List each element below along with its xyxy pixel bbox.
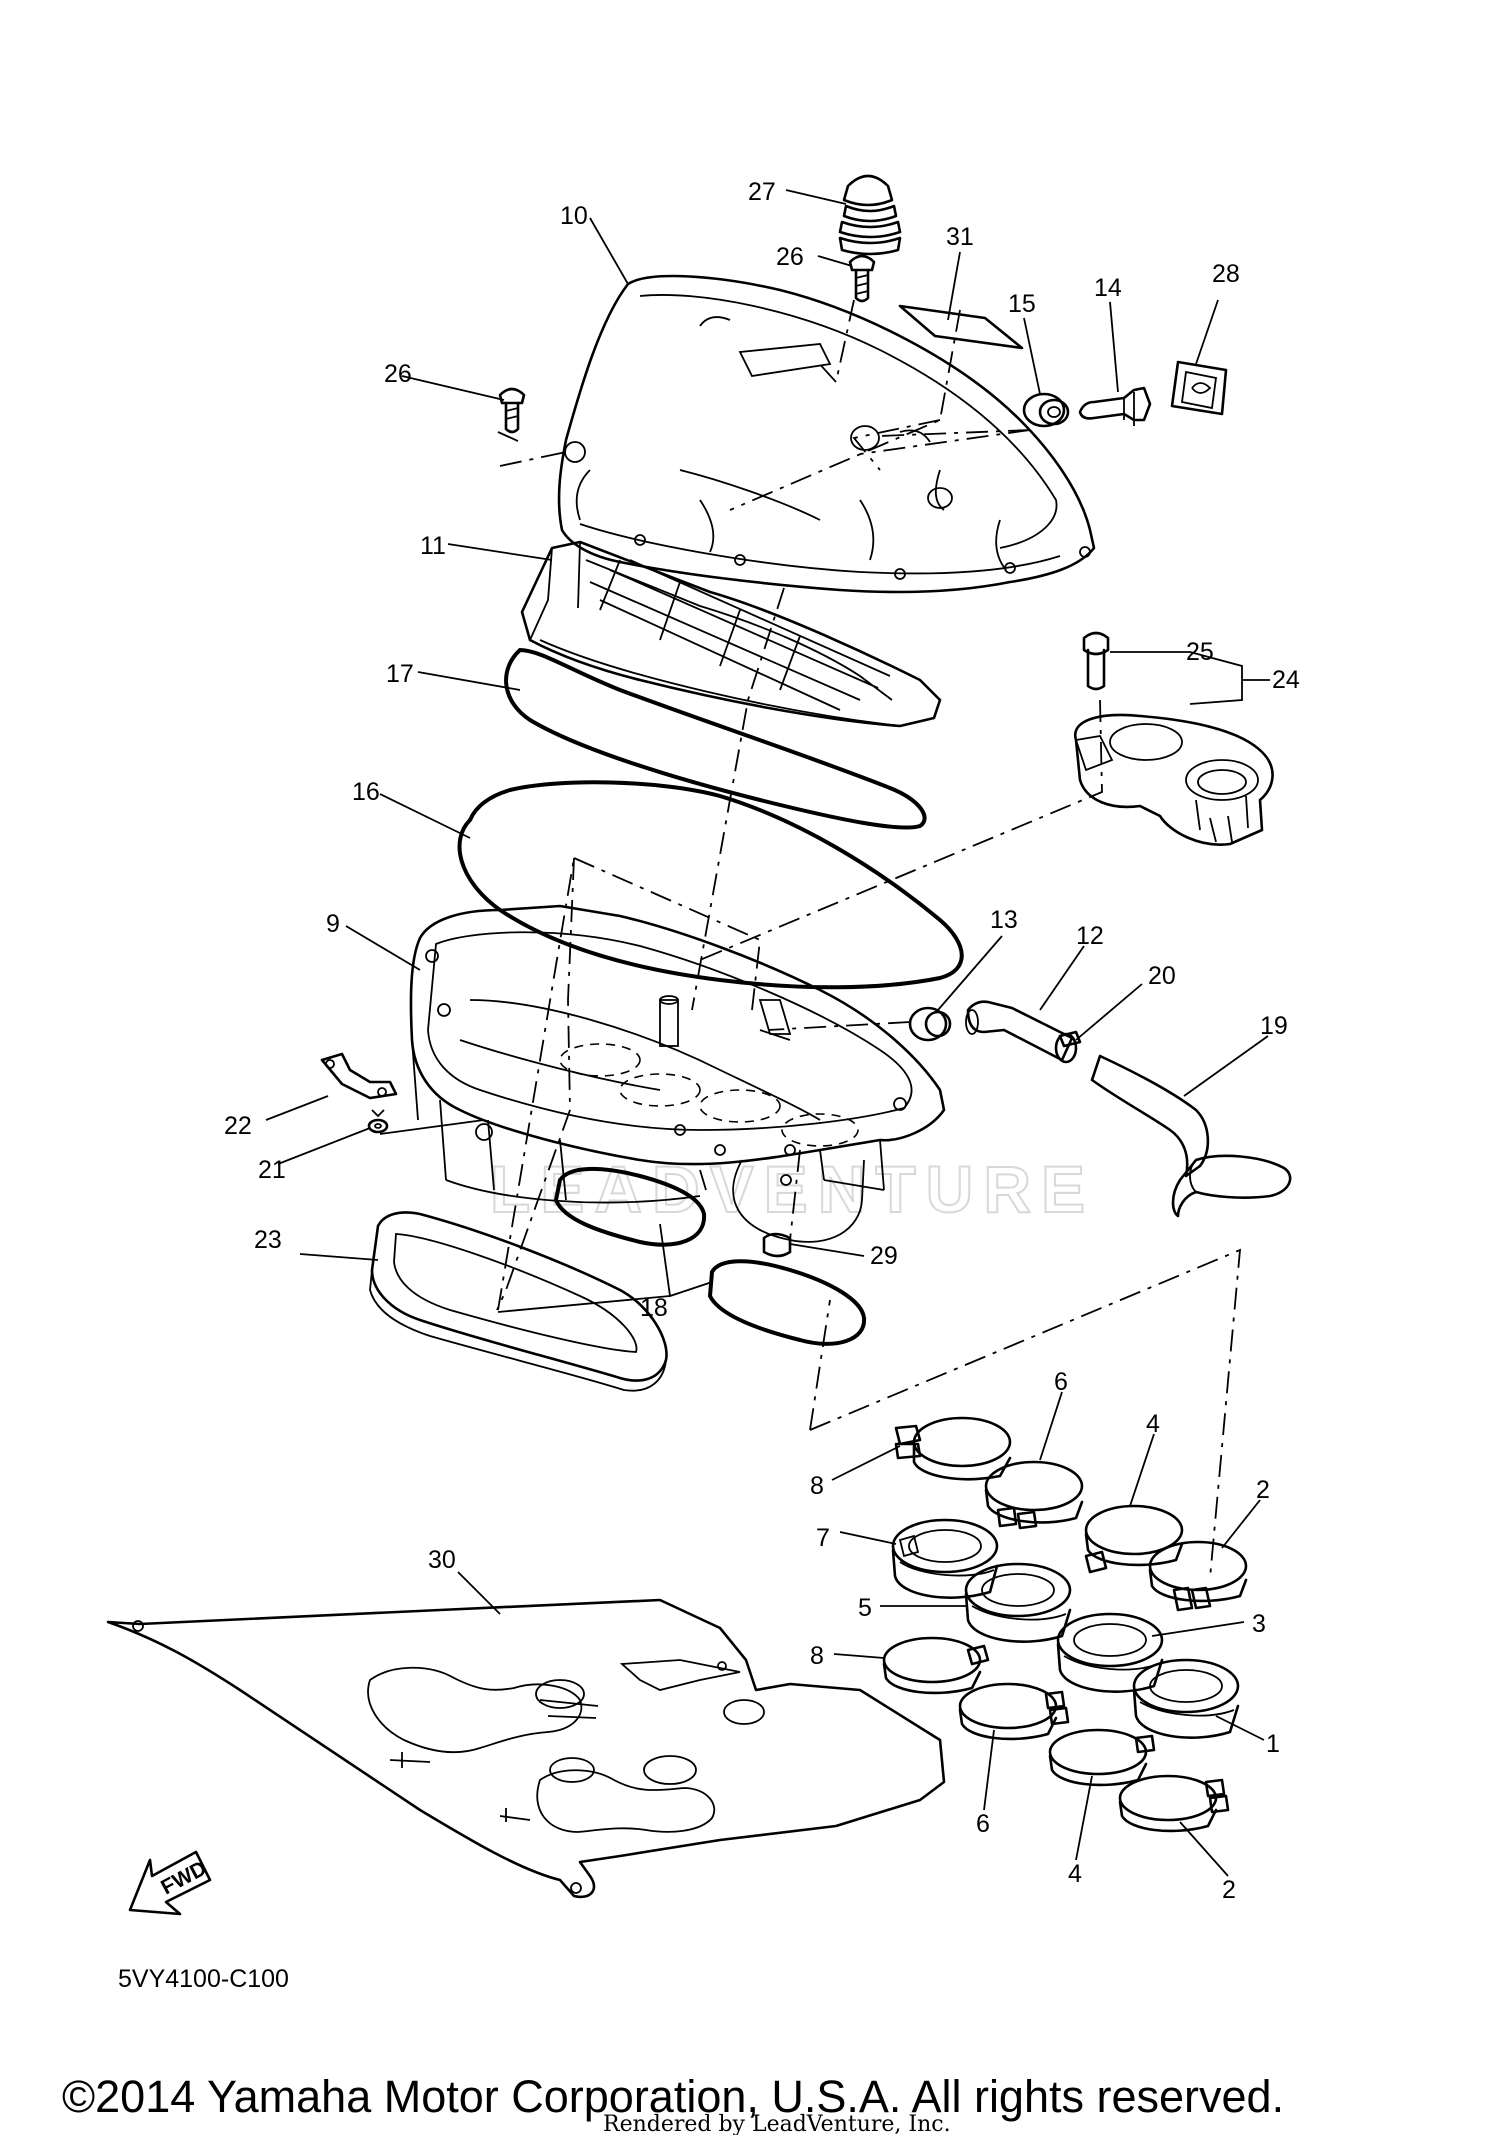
part-11-filter-element: [520, 540, 942, 728]
part-30-sheet: [106, 1598, 946, 1899]
part-23-frame: [369, 1211, 668, 1392]
diagram-code: 5VY4100-C100: [118, 1965, 289, 1993]
part-27-cap: [838, 174, 902, 256]
part-26-screw-left: [498, 387, 526, 434]
fwd-arrow-icon: FWD: [128, 1850, 212, 1916]
part-9-filter-case: [409, 904, 946, 1243]
part-6-clamp-lower: [958, 1682, 1070, 1741]
copyright-text: ©2014 Yamaha Motor Corporation, U.S.A. A…: [62, 2071, 1284, 2122]
part-20-clamp: [1054, 1030, 1082, 1064]
part-19-hose: [1090, 1054, 1292, 1218]
callout-2-bottom: 2: [1222, 1876, 1236, 1904]
part-6-clamp-upper: [984, 1460, 1084, 1530]
callout-28: 28: [1212, 260, 1240, 288]
callout-22: 22: [224, 1112, 252, 1140]
callout-14: 14: [1094, 274, 1122, 302]
callout-24: 24: [1272, 666, 1300, 694]
callout-17: 17: [386, 660, 414, 688]
part-7-joint: [891, 1518, 999, 1599]
callout-26-left: 26: [384, 360, 412, 388]
callout-2-top: 2: [1256, 1476, 1270, 1504]
callout-12: 12: [1076, 922, 1104, 950]
part-8-clamp-top: [894, 1416, 1012, 1481]
callout-20: 20: [1148, 962, 1176, 990]
part-15-grommet: [1022, 392, 1070, 428]
part-3-joint: [1056, 1612, 1164, 1693]
callout-3: 3: [1252, 1610, 1266, 1638]
callout-6-bottom: 6: [976, 1810, 990, 1838]
part-10-case-cover: [557, 274, 1096, 594]
part-12-hose: [965, 1000, 1074, 1062]
callout-31: 31: [946, 223, 974, 251]
callout-26-top: 26: [776, 243, 804, 271]
callout-9: 9: [326, 910, 340, 938]
part-17-seal: [504, 647, 927, 830]
part-28-clip: [1170, 360, 1228, 416]
part-8-clamp-lower: [882, 1636, 990, 1695]
callout-13: 13: [990, 906, 1018, 934]
callout-1: 1: [1266, 1730, 1280, 1758]
watermark-text: LEADVENTURE: [490, 1152, 1095, 1226]
part-26-screw-top: [848, 254, 876, 303]
part-25-bolt: [1082, 631, 1110, 691]
callout-19: 19: [1260, 1012, 1288, 1040]
part-22-bracket: [320, 1052, 398, 1100]
callout-21: 21: [258, 1156, 286, 1184]
part-4-clamp-upper: [1084, 1504, 1184, 1574]
callouts: 27 26 26 10 31 15 14 28 11 17 16 9 25 24…: [224, 178, 1300, 1904]
callout-10: 10: [560, 202, 588, 230]
part-21-washer: [367, 1109, 389, 1134]
callout-4-bottom: 4: [1068, 1860, 1082, 1888]
callout-11: 11: [420, 532, 446, 560]
assembly-lines: [496, 299, 1242, 1579]
part-14-fitting: [1078, 386, 1152, 426]
callout-8-top: 8: [810, 1472, 824, 1500]
callout-18: 18: [640, 1294, 668, 1322]
part-31-label: [898, 304, 1024, 350]
part-13-grommet: [908, 1006, 952, 1042]
callout-23: 23: [254, 1226, 282, 1254]
callout-25: 25: [1186, 638, 1214, 666]
part-5-joint: [964, 1562, 1072, 1643]
rendered-by-text: Rendered by LeadVenture, Inc.: [603, 2112, 951, 2135]
part-2-clamp-lower: [1118, 1774, 1230, 1833]
part-24-duct: [1073, 713, 1274, 846]
callout-4-top: 4: [1146, 1410, 1160, 1438]
leader-lines: [265, 189, 1270, 1877]
part-18-seal-b: [707, 1259, 867, 1346]
part-4-clamp-lower: [1048, 1728, 1156, 1787]
callout-16: 16: [352, 778, 380, 806]
callout-27: 27: [748, 178, 776, 206]
part-18-seal-a: [553, 1167, 707, 1247]
part-29-clip: [762, 1232, 792, 1258]
callout-7: 7: [816, 1524, 830, 1552]
callout-8-bottom: 8: [810, 1642, 824, 1670]
part-1-joint: [1132, 1658, 1240, 1739]
callout-5: 5: [858, 1594, 872, 1622]
part-2-clamp-upper: [1148, 1540, 1248, 1612]
callout-29: 29: [870, 1242, 898, 1270]
callout-15: 15: [1008, 290, 1036, 318]
callout-30: 30: [428, 1546, 456, 1574]
callout-6-top: 6: [1054, 1368, 1068, 1396]
